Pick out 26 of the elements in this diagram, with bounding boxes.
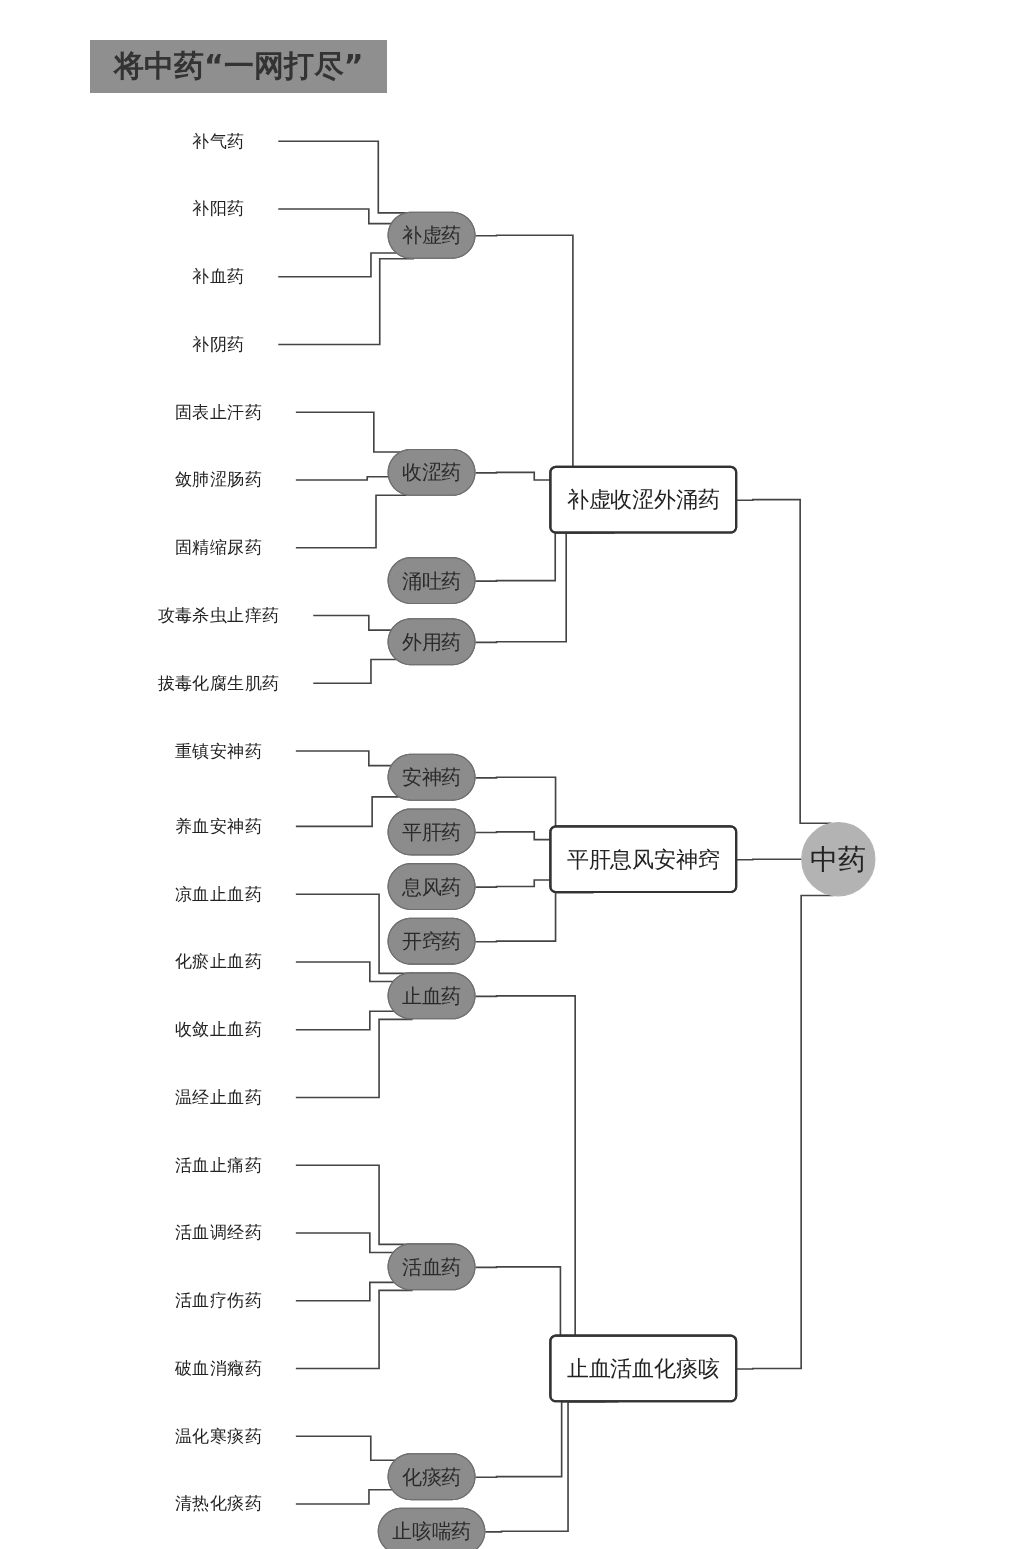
node-text: 清热化痰药 — [175, 1493, 263, 1514]
node-text: 固精缩尿药 — [175, 536, 263, 558]
node-text: 温经止血药 — [175, 1086, 263, 1108]
node-text: 化瘀止血药 — [175, 951, 263, 972]
node-text: 活血调经药 — [175, 1222, 263, 1243]
node-text: 凉血止血药 — [175, 883, 263, 905]
connector — [277, 208, 394, 225]
title-banner: 将中药“一网打尽” — [90, 40, 388, 93]
connector — [312, 658, 398, 685]
node-text: 补阴药 — [192, 333, 246, 355]
node-text: 补阳药 — [192, 198, 246, 219]
node-text: 补气药 — [192, 130, 246, 152]
connector — [312, 614, 394, 631]
node-text: 破血消癥药 — [175, 1357, 263, 1379]
node-text: 活血止痛药 — [175, 1154, 263, 1176]
node-text: 敛肺涩肠药 — [175, 469, 263, 490]
node-text: 收敛止血药 — [175, 1018, 263, 1040]
node-text: 攻毒杀虫止痒药 — [157, 604, 281, 626]
node-text: 重镇安神药 — [175, 740, 263, 761]
node-circle: 中药 — [801, 822, 876, 897]
node-text: 固表止汗药 — [175, 401, 263, 423]
node-text: 拔毒化腐生肌药 — [157, 672, 281, 694]
node-text: 补血药 — [192, 265, 246, 287]
node-text: 温化寒痰药 — [175, 1425, 263, 1447]
node-text: 活血疗伤药 — [175, 1289, 263, 1311]
node-text: 养血安神药 — [175, 815, 263, 837]
